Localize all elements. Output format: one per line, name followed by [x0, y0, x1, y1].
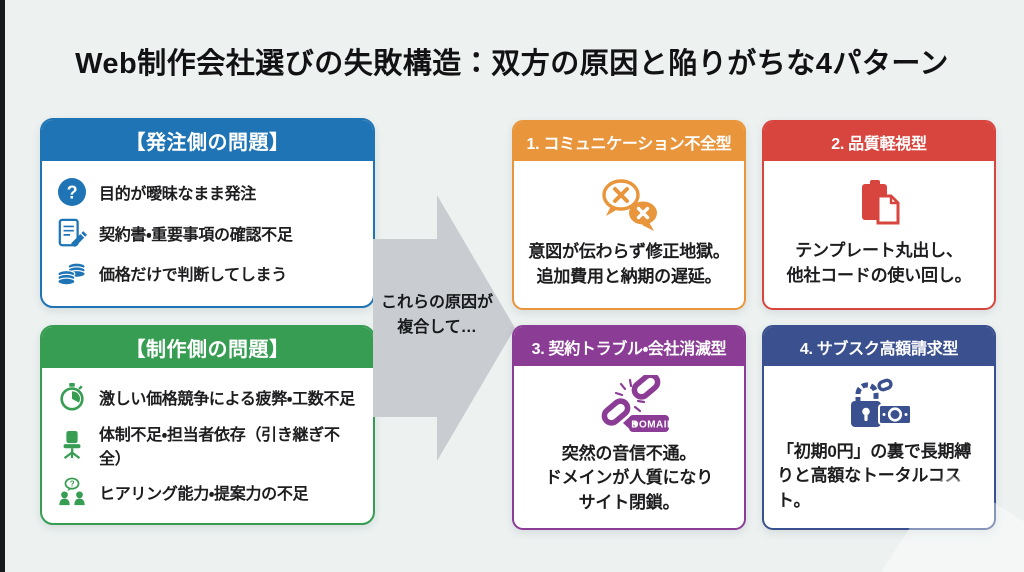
- desc-line: 他社コードの使い回し。: [786, 266, 972, 285]
- svg-text:?: ?: [70, 479, 75, 488]
- cause-box-client: 【発注側の問題】 ? 目的が曖昧なまま発注: [40, 118, 375, 308]
- desc-line: 追加費用と納期の遅延。: [536, 267, 722, 286]
- speech-bubbles-error-icon: [596, 175, 662, 233]
- pattern-grid: 1. コミュニケーション不全型 意図が伝わらず修正地獄。 追加費用と納期の遅延。: [512, 120, 996, 530]
- desc-line: 意図が伝わらず修正地獄。: [528, 242, 730, 262]
- pattern-box-communication: 1. コミュニケーション不全型 意図が伝わらず修正地獄。 追加費用と納期の遅延。: [512, 120, 746, 310]
- pattern-box-subscription: 4. サブスク高額請求型 「初期0: [762, 325, 996, 530]
- arrow-label: これらの原因が 複合して…: [373, 291, 501, 341]
- question-icon: ?: [56, 176, 88, 208]
- pattern-description: テンプレート丸出し、 他社コードの使い回し。: [787, 239, 972, 288]
- list-item-label: 契約書・重要事項の確認不足: [99, 226, 293, 244]
- cause-box-client-header: 【発注側の問題】: [42, 120, 373, 161]
- cause-box-vendor-header: 【制作側の問題】: [42, 327, 373, 368]
- pattern-description: 意図が伝わらず修正地獄。 追加費用と納期の遅延。: [528, 240, 729, 289]
- page-title: Web制作会社選びの失敗構造：双方の原因と陥りがちな4パターン: [75, 48, 949, 80]
- cause-list-vendor: 激しい価格競争による疲弊・工数不足 体制不足・担当者依存（引き継ぎ不全）: [42, 368, 373, 523]
- pattern-box-quality-header: 2. 品質軽視型: [764, 122, 994, 161]
- chair-icon: [56, 429, 88, 461]
- cause-column: 【発注側の問題】 ? 目的が曖昧なまま発注: [40, 118, 375, 525]
- svg-text:?: ?: [67, 182, 78, 202]
- desc-line: 「初期0円」の裏で長期縛りと高額なトータルコスト。: [777, 441, 972, 510]
- list-item-label: 目的が曖昧なまま発注: [99, 185, 257, 203]
- left-edge-strip: [0, 0, 5, 572]
- pattern-box-subscription-body: 「初期0円」の裏で長期縛りと高額なトータルコスト。: [764, 366, 994, 528]
- arrow-label-line2: 複合して…: [397, 318, 477, 336]
- pattern-box-contract-header: 3. 契約トラブル・会社消滅型: [514, 327, 744, 366]
- lock-money-icon: [843, 377, 915, 433]
- pattern-description: 「初期0円」の裏で長期縛りと高額なトータルコスト。: [777, 440, 981, 514]
- desc-line: テンプレート丸出し、: [795, 241, 963, 261]
- broken-chain-domain-icon: DOMAIN: [587, 374, 671, 435]
- clipboard-copy-icon: [851, 176, 907, 232]
- merge-arrow: これらの原因が 複合して…: [373, 195, 515, 461]
- arrow-label-line1: これらの原因が: [380, 294, 493, 311]
- list-item: ? ヒアリング能力・提案力の不足: [56, 476, 363, 508]
- pattern-box-communication-header: 1. コミュニケーション不全型: [514, 122, 744, 161]
- cause-box-vendor: 【制作側の問題】 激しい価格競争による疲弊・工数不足: [40, 325, 375, 525]
- pattern-box-quality: 2. 品質軽視型 テンプレート丸出し、 他社コードの使い回し。: [762, 120, 996, 310]
- list-item: 激しい価格競争による疲弊・工数不足: [56, 381, 363, 413]
- desc-line: サイト閉鎖。: [578, 492, 680, 512]
- stopwatch-icon: [56, 381, 88, 413]
- list-item-label: 体制不足・担当者依存（引き継ぎ不全）: [99, 426, 340, 468]
- list-item-label: ヒアリング能力・提案力の不足: [99, 485, 309, 503]
- arrow-shape: [373, 195, 515, 461]
- pattern-box-contract: 3. 契約トラブル・会社消滅型: [512, 325, 746, 530]
- list-item: ? 目的が曖昧なまま発注: [56, 176, 363, 208]
- cause-list-client: ? 目的が曖昧なまま発注: [42, 161, 373, 306]
- contract-icon: [56, 217, 88, 249]
- list-item: 契約書・重要事項の確認不足: [56, 217, 363, 249]
- list-item: 価格だけで判断してしまう: [56, 257, 363, 289]
- pattern-box-quality-body: テンプレート丸出し、 他社コードの使い回し。: [764, 161, 994, 308]
- list-item-label: 価格だけで判断してしまう: [99, 267, 287, 285]
- svg-text:DOMAIN: DOMAIN: [631, 419, 671, 430]
- pattern-box-subscription-header: 4. サブスク高額請求型: [764, 327, 994, 366]
- desc-line: ドメインが人質になり: [545, 468, 713, 488]
- coins-icon: [56, 257, 88, 289]
- desc-line: 突然の音信不通。: [561, 443, 697, 463]
- list-item-label: 激しい価格競争による疲弊・工数不足: [99, 391, 355, 409]
- pattern-description: 突然の音信不通。 ドメインが人質になり サイト閉鎖。: [545, 442, 713, 516]
- pattern-box-contract-body: DOMAIN 突然の音信不通。 ドメインが人質になり サイト閉鎖。: [514, 366, 744, 528]
- people-question-icon: ?: [56, 476, 88, 508]
- pattern-box-communication-body: 意図が伝わらず修正地獄。 追加費用と納期の遅延。: [514, 161, 744, 308]
- list-item: 体制不足・担当者依存（引き継ぎ不全）: [56, 421, 363, 469]
